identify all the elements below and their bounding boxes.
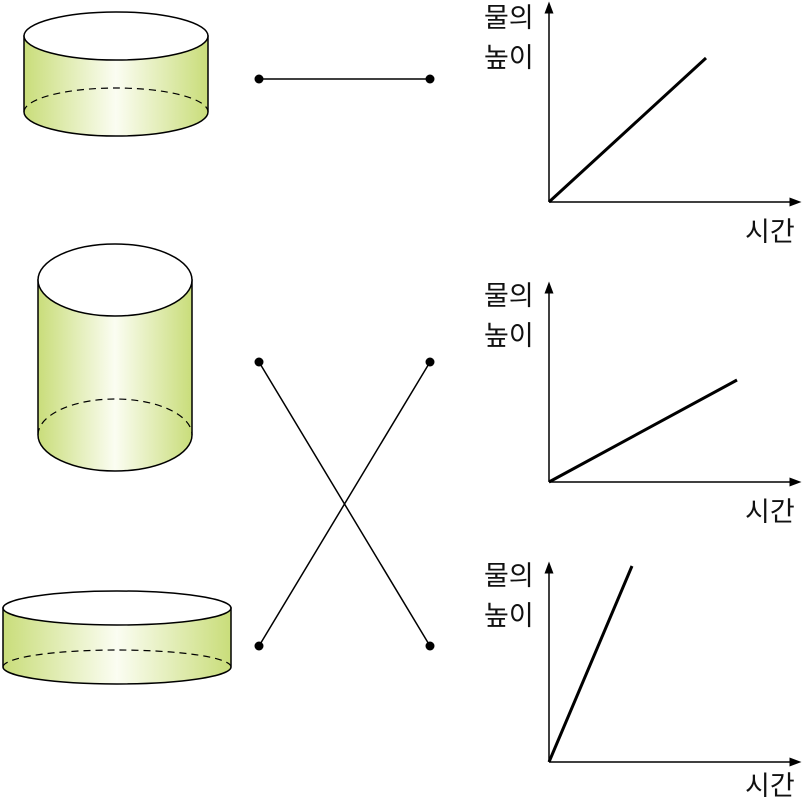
graph-3 xyxy=(544,561,802,767)
dot-left-2 xyxy=(254,357,264,367)
graph-1 xyxy=(544,1,802,207)
graph1-line xyxy=(547,56,708,204)
connection-wide-to-graph2 xyxy=(258,361,431,647)
graph1-y-label-line1: 물의 xyxy=(484,3,534,34)
graph1-y-label-line2: 높이 xyxy=(484,43,534,74)
container-tall-cylinder xyxy=(37,243,193,472)
graph3-line xyxy=(547,565,634,763)
dot-right-3 xyxy=(425,641,435,651)
container-medium-cylinder xyxy=(23,11,209,137)
graph3-y-label-line2: 높이 xyxy=(484,601,534,632)
graph2-y-label-line1: 물의 xyxy=(484,281,534,312)
graph2-x-label: 시간 xyxy=(745,497,795,528)
connection-dots xyxy=(254,74,435,651)
graph2-line xyxy=(548,378,738,484)
dot-right-1 xyxy=(425,74,435,84)
dot-left-3 xyxy=(254,641,264,651)
connection-lines xyxy=(258,78,431,647)
graph3-y-label-line1: 물의 xyxy=(484,561,534,592)
dot-left-1 xyxy=(254,74,264,84)
graph-2 xyxy=(544,281,802,487)
dot-right-2 xyxy=(425,357,435,367)
container-wide-cylinder xyxy=(2,590,232,685)
graph1-x-label: 시간 xyxy=(745,217,795,248)
graph3-x-label: 시간 xyxy=(745,771,795,802)
graph2-y-label-line2: 높이 xyxy=(484,321,534,352)
